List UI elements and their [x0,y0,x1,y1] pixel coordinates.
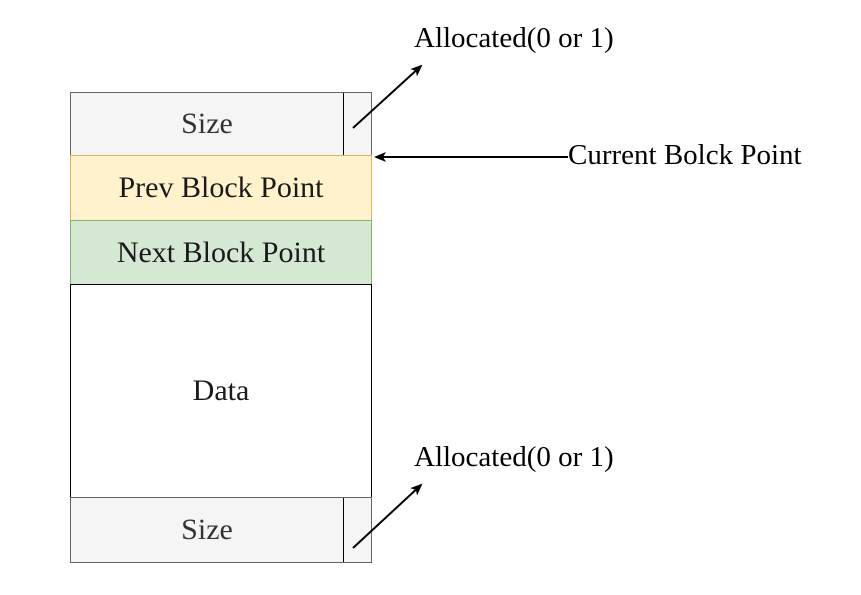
footer-size-label: Size [181,513,233,546]
data-label: Data [192,374,250,407]
data-cell: Data [70,284,372,498]
next-block-pointer-label: Next Block Point [116,235,326,269]
current-block-pointer-annotation: Current Bolck Point [568,139,802,171]
prev-block-pointer-cell: Prev Block Point [70,155,372,221]
next-block-pointer-cell: Next Block Point [70,220,372,285]
prev-block-pointer-label: Prev Block Point [118,171,324,204]
header-size-label: Size [181,107,233,140]
header-allocated-annotation: Allocated(0 or 1) [414,22,614,54]
footer-allocated-flag-divider [343,498,344,562]
footer-allocated-annotation: Allocated(0 or 1) [414,441,614,473]
header-size-cell: Size [70,92,372,156]
footer-size-cell: Size [70,497,372,563]
header-allocated-flag-divider [343,93,344,155]
